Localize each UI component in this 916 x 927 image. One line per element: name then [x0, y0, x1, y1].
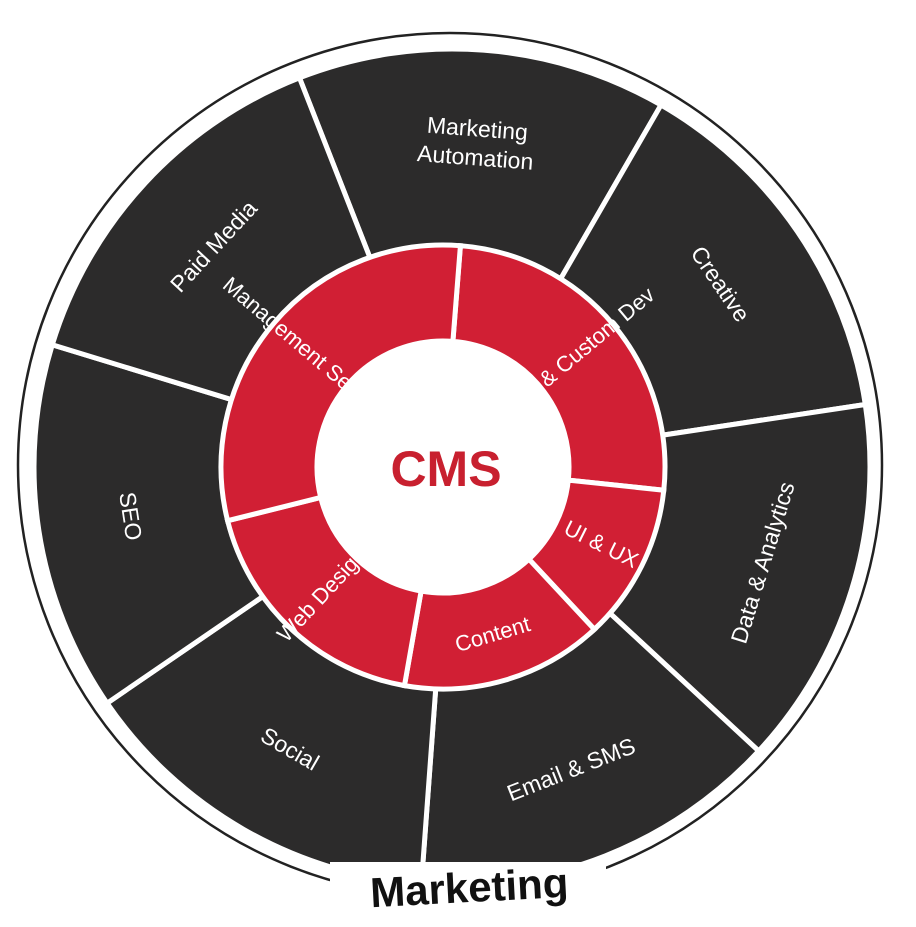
ring-label-gap: [330, 862, 606, 926]
center-circle: [317, 341, 569, 593]
outer-ring-label: Marketing: [369, 859, 570, 916]
outer-segment-label-marketing-automation: MarketingAutomation: [416, 111, 536, 175]
center-label: CMS: [390, 441, 501, 497]
